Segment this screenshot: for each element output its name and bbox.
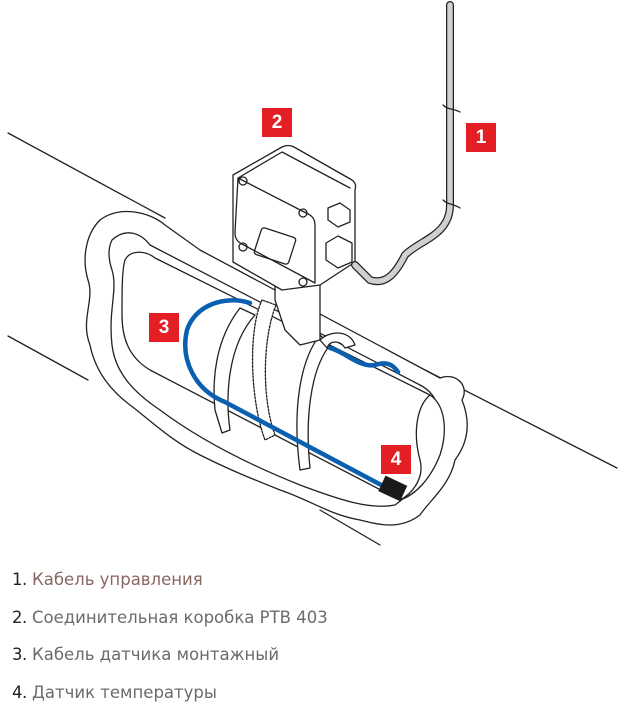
legend: 1. Кабель управления 2. Соединительная к… [12, 566, 328, 716]
legend-label: Датчик температуры [32, 682, 217, 702]
callout-4: 4 [381, 445, 411, 474]
legend-item: 1. Кабель управления [12, 566, 328, 604]
callout-2: 2 [262, 108, 292, 137]
pipe-top-edge [7, 132, 166, 219]
junction-box [232, 144, 357, 291]
legend-item: 2. Соединительная коробка PTB 403 [12, 604, 328, 642]
temperature-sensor [378, 475, 408, 502]
callout-1: 1 [466, 123, 496, 152]
legend-number: 1. [12, 570, 27, 589]
control-cable [351, 1, 454, 286]
legend-item: 3. Кабель датчика монтажный [12, 641, 328, 679]
legend-number: 4. [12, 682, 27, 702]
installation-diagram [7, 1, 618, 546]
legend-number: 2. [12, 607, 27, 627]
callout-3: 3 [149, 313, 179, 342]
sensor-cable [183, 298, 401, 490]
hose-clamp [296, 334, 331, 471]
legend-label: Кабель управления [32, 570, 203, 589]
pipe-bottom-edge [7, 335, 89, 381]
legend-number: 3. [12, 645, 27, 664]
legend-item: 4. Датчик температуры [12, 679, 328, 716]
legend-label: Кабель датчика монтажный [32, 645, 280, 664]
legend-label: Соединительная коробка PTB 403 [32, 607, 328, 627]
